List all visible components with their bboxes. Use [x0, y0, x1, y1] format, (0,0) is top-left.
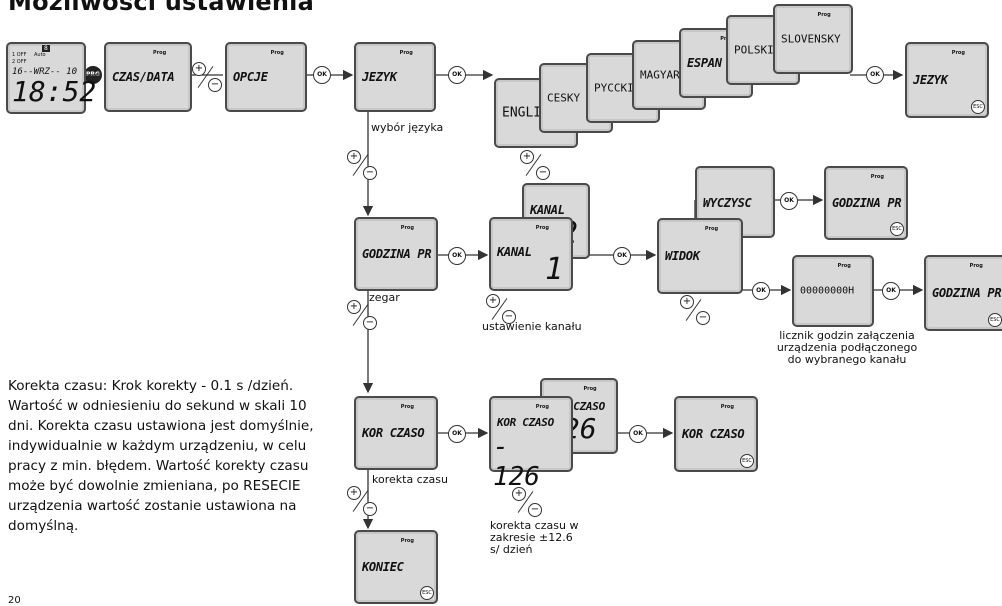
screen-koniec: Prog KONIEC ESC: [354, 530, 438, 604]
ok-icon: OK: [629, 425, 647, 443]
screen-lang-english: ENGLIS: [494, 78, 578, 148]
label-wybor-jezyka: wybór języka: [371, 121, 444, 134]
indicator: 8: [42, 45, 50, 52]
ok-icon: OK: [752, 282, 770, 300]
date-readout: 16--WRZ-- 10: [12, 67, 78, 77]
screen-text: JEZYK: [362, 70, 397, 84]
screen-kor-czaso: Prog KOR CZASO: [354, 396, 438, 470]
plus-minus-icon: +−: [520, 150, 550, 180]
esc-icon: ESC: [420, 586, 434, 600]
ok-icon: OK: [448, 66, 466, 84]
time-readout: 18:52: [12, 75, 97, 108]
label-korekta-czasu: korekta czasu: [372, 473, 448, 486]
page-title: Możliwości ustawienia: [8, 0, 314, 16]
screen-opcje: Prog OPCJE: [225, 42, 307, 112]
ok-icon: OK: [313, 66, 331, 84]
esc-icon: ESC: [988, 313, 1002, 327]
ok-icon: OK: [882, 282, 900, 300]
plus-minus-icon: +−: [192, 62, 222, 92]
esc-icon: ESC: [740, 454, 754, 468]
screen-counter: Prog 00000000H: [792, 255, 874, 327]
esc-icon: ESC: [971, 100, 985, 114]
plus-minus-icon: +−: [680, 295, 710, 325]
esc-icon: ESC: [890, 222, 904, 236]
screen-kor-czaso-result: Prog KOR CZASO ESC: [674, 396, 758, 472]
mode-label: Auto: [34, 52, 46, 58]
screen-kor-front: Prog KOR CZASO - 126: [489, 396, 573, 492]
screen-kanal-front: Prog KANAL 1: [489, 217, 573, 291]
screen-godzina-pr-2: Prog GODZINA PR ESC: [824, 166, 908, 240]
status-1: 1 OFF: [12, 52, 27, 58]
screen-godzina-pr-3: Prog GODZINA PR ESC: [924, 255, 1002, 331]
ok-icon: OK: [780, 192, 798, 210]
screen-text: OPCJE: [233, 70, 268, 84]
ok-icon: OK: [866, 66, 884, 84]
screen-widok: Prog WIDOK: [657, 218, 743, 294]
plus-minus-icon: +−: [486, 294, 516, 324]
page-number: 20: [8, 595, 21, 606]
plus-minus-icon: +−: [512, 487, 542, 517]
label-licznik: licznik godzin załączenia urządzenia pod…: [776, 329, 918, 366]
screen-godzina-pr: Prog GODZINA PR: [354, 217, 438, 291]
time-correction-note: Korekta czasu: Krok korekty - 0.1 s /dzi…: [8, 378, 314, 534]
ok-icon: OK: [448, 247, 466, 265]
label-korekta-zakres: korekta czasu w zakresie ±12.6 s/ dzień: [490, 519, 579, 556]
clock-display: 1 OFF Auto 2 OFF 8 16--WRZ-- 10 18:52: [6, 42, 96, 114]
label-zegar: zegar: [369, 291, 400, 304]
screen-text: CZAS/DATA: [112, 70, 175, 84]
screen-jezyk: Prog JEZYK: [354, 42, 436, 112]
screen-jezyk-result: Prog JEZYK ESC: [905, 42, 989, 118]
ok-icon: OK: [448, 425, 466, 443]
plus-minus-icon: +−: [347, 300, 377, 330]
plus-minus-icon: +−: [347, 486, 377, 516]
plus-minus-icon: +−: [347, 150, 377, 180]
ok-icon: OK: [613, 247, 631, 265]
status-2: 2 OFF: [12, 59, 27, 65]
screen-czas-data: Prog CZAS/DATA: [104, 42, 192, 112]
screen-lang-slovensky: Prog SLOVENSKY: [773, 4, 853, 74]
